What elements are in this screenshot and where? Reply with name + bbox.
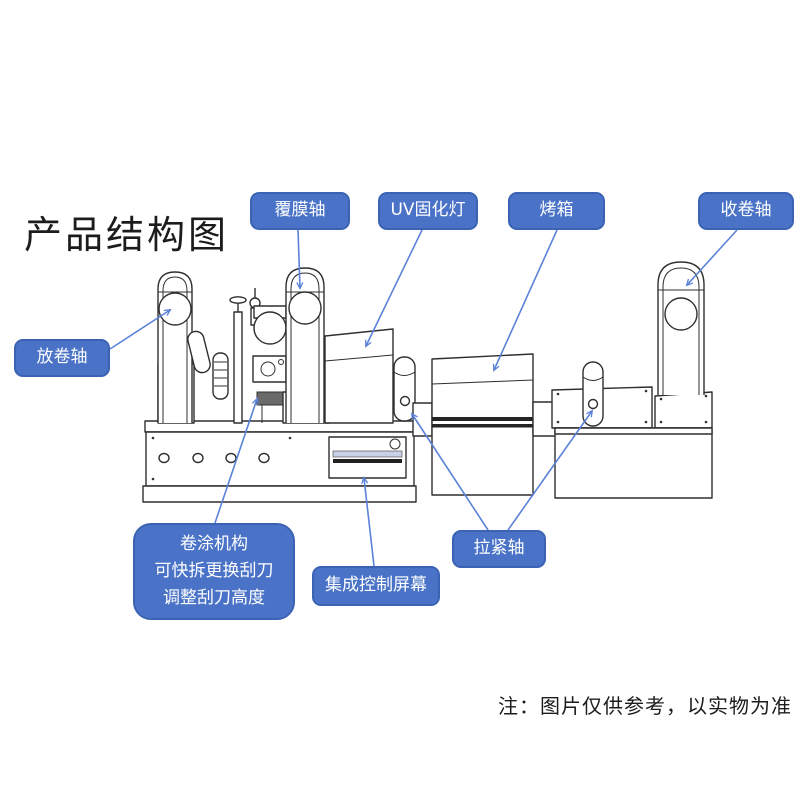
callout-coating-unit-line2: 可快拆更换刮刀: [154, 561, 274, 581]
control-screen-panel: [328, 436, 407, 479]
arrow-tension-right: [507, 411, 592, 531]
arrow-tension-left: [412, 414, 489, 531]
arrow-unwind-roller: [109, 310, 170, 350]
callout-uv-lamp-text: UV固化灯: [390, 200, 466, 221]
coating-mechanism: [212, 288, 287, 424]
callout-rewind-roller: 收卷轴: [698, 192, 794, 230]
arrow-oven: [494, 229, 558, 370]
arrow-uv-lamp: [366, 229, 423, 346]
oven-box: [431, 353, 534, 496]
callout-film-roller-text: 覆膜轴: [274, 200, 326, 221]
unwind-arm: [157, 271, 211, 424]
callout-coating-unit-line3: 调整刮刀高度: [163, 588, 265, 608]
callout-rewind-roller-text: 收卷轴: [720, 200, 772, 221]
callout-uv-lamp: UV固化灯: [378, 192, 478, 230]
callout-tension-roller-text: 拉紧轴: [473, 538, 525, 559]
arrow-rewind-roller: [687, 229, 738, 285]
callout-unwind-roller-text: 放卷轴: [36, 347, 88, 368]
callout-unwind-roller: 放卷轴: [14, 339, 110, 377]
leader-arrows: [109, 229, 738, 567]
laminating-arm: [282, 267, 330, 424]
page-title: 产品结构图: [24, 213, 230, 257]
arrow-film-roller: [298, 229, 300, 288]
tension-roller-left: [393, 356, 416, 422]
callout-tension-roller: 拉紧轴: [452, 530, 546, 568]
disclaimer-note: 注：图片仅供参考，以实物为准: [498, 694, 792, 718]
arrow-control-screen: [364, 478, 375, 567]
callout-film-roller: 覆膜轴: [250, 192, 350, 230]
callout-control-screen: 集成控制屏幕: [312, 566, 440, 606]
callout-coating-unit-line1: 卷涂机构: [180, 534, 248, 554]
arrow-coating-unit: [214, 399, 257, 524]
callout-control-screen-text: 集成控制屏幕: [325, 575, 427, 596]
uv-lamp-box: [324, 328, 394, 424]
callout-oven-text: 烤箱: [539, 200, 574, 221]
callout-coating-unit: 卷涂机构 可快拆更换刮刀 调整刮刀高度: [133, 523, 295, 620]
right-base-cabinet: [551, 386, 713, 499]
callout-oven: 烤箱: [508, 192, 605, 230]
rewind-arm: [657, 261, 705, 395]
tension-roller-right: [582, 361, 604, 427]
